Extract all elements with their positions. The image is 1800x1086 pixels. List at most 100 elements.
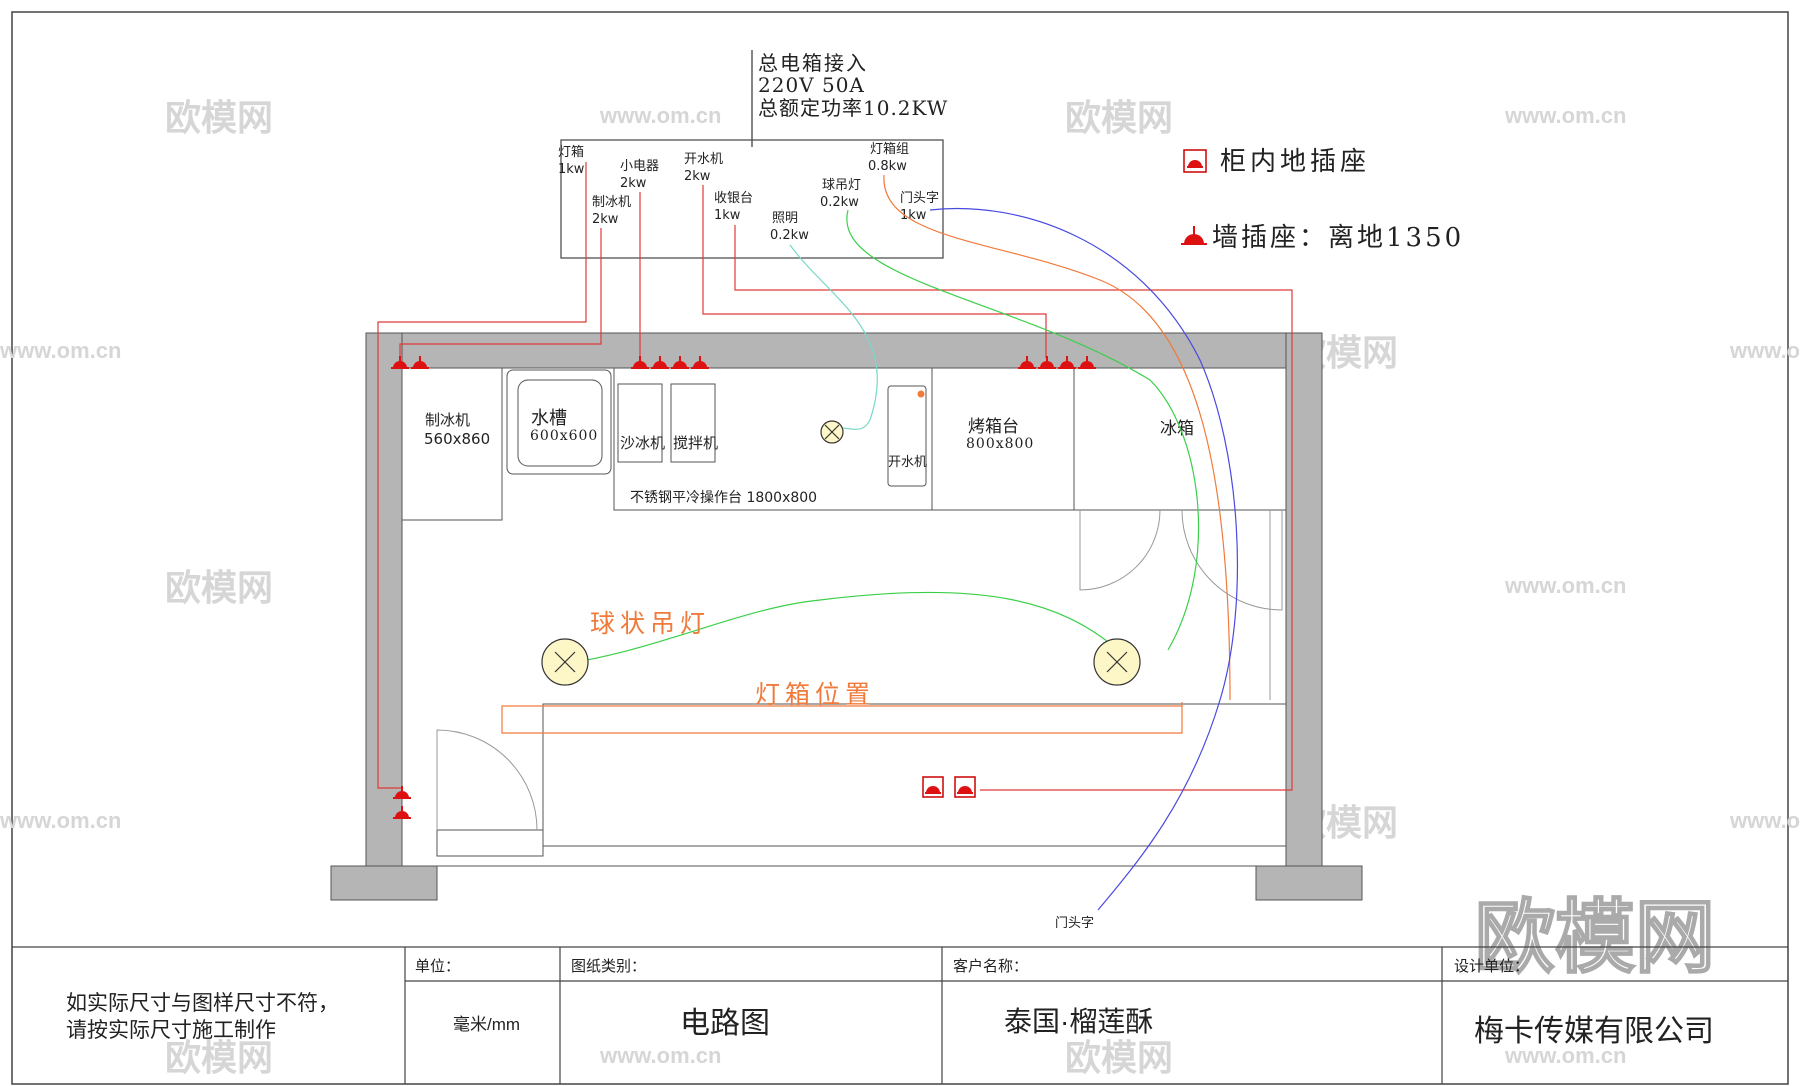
watermark-url: www.om.cn (1504, 1043, 1626, 1068)
circuit-power-lightbox-group: 0.8kw (868, 159, 907, 174)
title-note-line-1: 如实际尺寸与图样尺寸不符， (66, 992, 339, 1015)
pendant-light-icon (1093, 638, 1141, 686)
circuit-power-lightbox: 1kw (558, 162, 585, 177)
sink-label: 水槽 (531, 408, 567, 429)
drawing-type-value: 电路图 (680, 1007, 770, 1040)
wall-top (365, 332, 1323, 369)
wall-socket-legend-icon (1181, 226, 1207, 245)
counter-label: 不锈钢平冷操作台 1800x800 (630, 490, 817, 506)
oven-table-size: 800x800 (966, 436, 1034, 452)
wall-socket (651, 356, 669, 369)
circuit-label-lighting: 照明 (772, 211, 798, 226)
mixer-outline (670, 383, 716, 463)
oven-table-label: 烤箱台 (968, 417, 1019, 437)
wall-sockets (391, 356, 1096, 819)
watermark-url: www.om.cn (1729, 808, 1800, 833)
ice-machine-outline (401, 367, 503, 521)
smoothie-machine-label: 沙冰机 (620, 434, 665, 452)
unit-value: 毫米/mm (453, 1015, 521, 1034)
smoothie-machine-outline (617, 383, 663, 463)
supply-line-3: 总额定功率10.2KW (758, 96, 948, 120)
circuit-label-small-appliance: 小电器 (620, 159, 659, 174)
distribution-box (560, 139, 944, 259)
sink-size: 600x600 (530, 428, 598, 444)
drawing-type-label: 图纸类别： (571, 958, 647, 975)
entry-door-swing (436, 729, 538, 831)
wire-cashier (734, 225, 1293, 791)
floor-socket-legend-icon (1183, 149, 1207, 173)
circuit-power-lighting: 0.2kw (770, 228, 809, 243)
fridge-outline (1073, 367, 1287, 511)
circuit-power-cashier: 1kw (714, 208, 741, 223)
fixtures (401, 367, 1287, 857)
pendant-light-icon (541, 638, 589, 686)
circuit-power-door-sign: 1kw (900, 208, 927, 223)
equipment-labels: 制冰机 560x860 水槽 600x600 沙冰机 搅拌机 不锈钢平冷操作台 … (424, 408, 1194, 506)
threshold (436, 829, 544, 857)
wire-lightbox (377, 162, 587, 789)
circuit-power-pendant: 0.2kw (820, 195, 859, 210)
circuit-labels: 灯箱 1kw 小电器 2kw 开水机 2kw 灯箱组 0.8kw 制冰机 2kw… (558, 141, 939, 243)
wall-left (365, 332, 403, 867)
watermark-url: www.om.cn (0, 808, 121, 833)
wall-socket (411, 356, 429, 369)
wall-right-foot (1255, 865, 1363, 901)
water-boiler-outline (887, 385, 927, 487)
watermark-logo-large: 欧模网 (1475, 893, 1715, 982)
circuit-power-small-appliance: 2kw (620, 176, 647, 191)
circuit-label-ice-machine: 制冰机 (592, 195, 631, 210)
legend-wall-socket: 墙插座：离地1350 (1212, 223, 1464, 253)
wire-lighting (789, 244, 878, 433)
wall-socket (1038, 356, 1056, 369)
fridge-door-swing-left (1079, 509, 1161, 591)
wire-door-sign (929, 207, 1238, 911)
supply-line-2: 220V 50A (758, 73, 865, 97)
title-block (12, 946, 1788, 1084)
watermark-url: www.om.cn (599, 1043, 721, 1068)
wall-left-foot (330, 865, 438, 901)
circuit-power-water-boiler: 2kw (684, 169, 711, 184)
floor-sockets (922, 776, 976, 798)
watermark-url: www.om.cn (1504, 103, 1626, 128)
sink-basin (517, 379, 603, 467)
fridge-label: 冰箱 (1160, 419, 1194, 439)
circuit-label-pendant: 球吊灯 (822, 178, 861, 193)
fridge-door-swing-right (1181, 509, 1283, 611)
pendant-lights-annotation: 球状吊灯 (590, 609, 710, 638)
watermark-brand: 欧模网 (165, 97, 273, 138)
floor-socket (922, 776, 944, 798)
watermark-url: www.om.cn (1504, 573, 1626, 598)
supply-line-1: 总电箱接入 (758, 51, 868, 75)
water-boiler-label: 开水机 (888, 455, 927, 470)
sink-outer (506, 369, 612, 475)
ice-machine-label: 制冰机 (425, 411, 470, 429)
watermark-url: www.om.cn (599, 103, 721, 128)
water-boiler-indicator (917, 390, 925, 398)
floor-socket (954, 776, 976, 798)
circuit-label-lightbox: 灯箱 (558, 144, 584, 160)
watermark-brand: 欧模网 (165, 1037, 273, 1078)
designer-label: 设计单位： (1454, 958, 1530, 975)
title-note-line-2: 请按实际尺寸施工制作 (66, 1019, 276, 1042)
wall-socket (631, 356, 649, 369)
wire-pendant-lights (562, 209, 1200, 665)
watermark-brand: 欧模网 (1065, 1037, 1173, 1078)
door-sign-annotation: 门头字 (1055, 916, 1094, 931)
wall-socket (1018, 356, 1036, 369)
lamps (541, 420, 1141, 686)
wire-water-boiler (702, 185, 1047, 358)
mixer-label: 搅拌机 (673, 434, 718, 452)
wall-socket (1078, 356, 1096, 369)
watermark-brand: 欧模网 (165, 567, 273, 608)
watermark-brand: 欧模网 (1065, 97, 1173, 138)
client-value: 泰国·榴莲酥 (1004, 1006, 1154, 1037)
circuit-power-ice-machine: 2kw (592, 212, 619, 227)
circuit-label-cashier: 收银台 (714, 191, 753, 206)
client-label: 客户名称： (953, 958, 1029, 975)
legend: 柜内地插座 墙插座：离地1350 (1181, 147, 1464, 253)
circuit-label-water-boiler: 开水机 (684, 152, 723, 167)
ceiling-light-icon (820, 420, 844, 444)
wiring (377, 162, 1293, 911)
circuit-label-lightbox-group: 灯箱组 (870, 141, 909, 157)
